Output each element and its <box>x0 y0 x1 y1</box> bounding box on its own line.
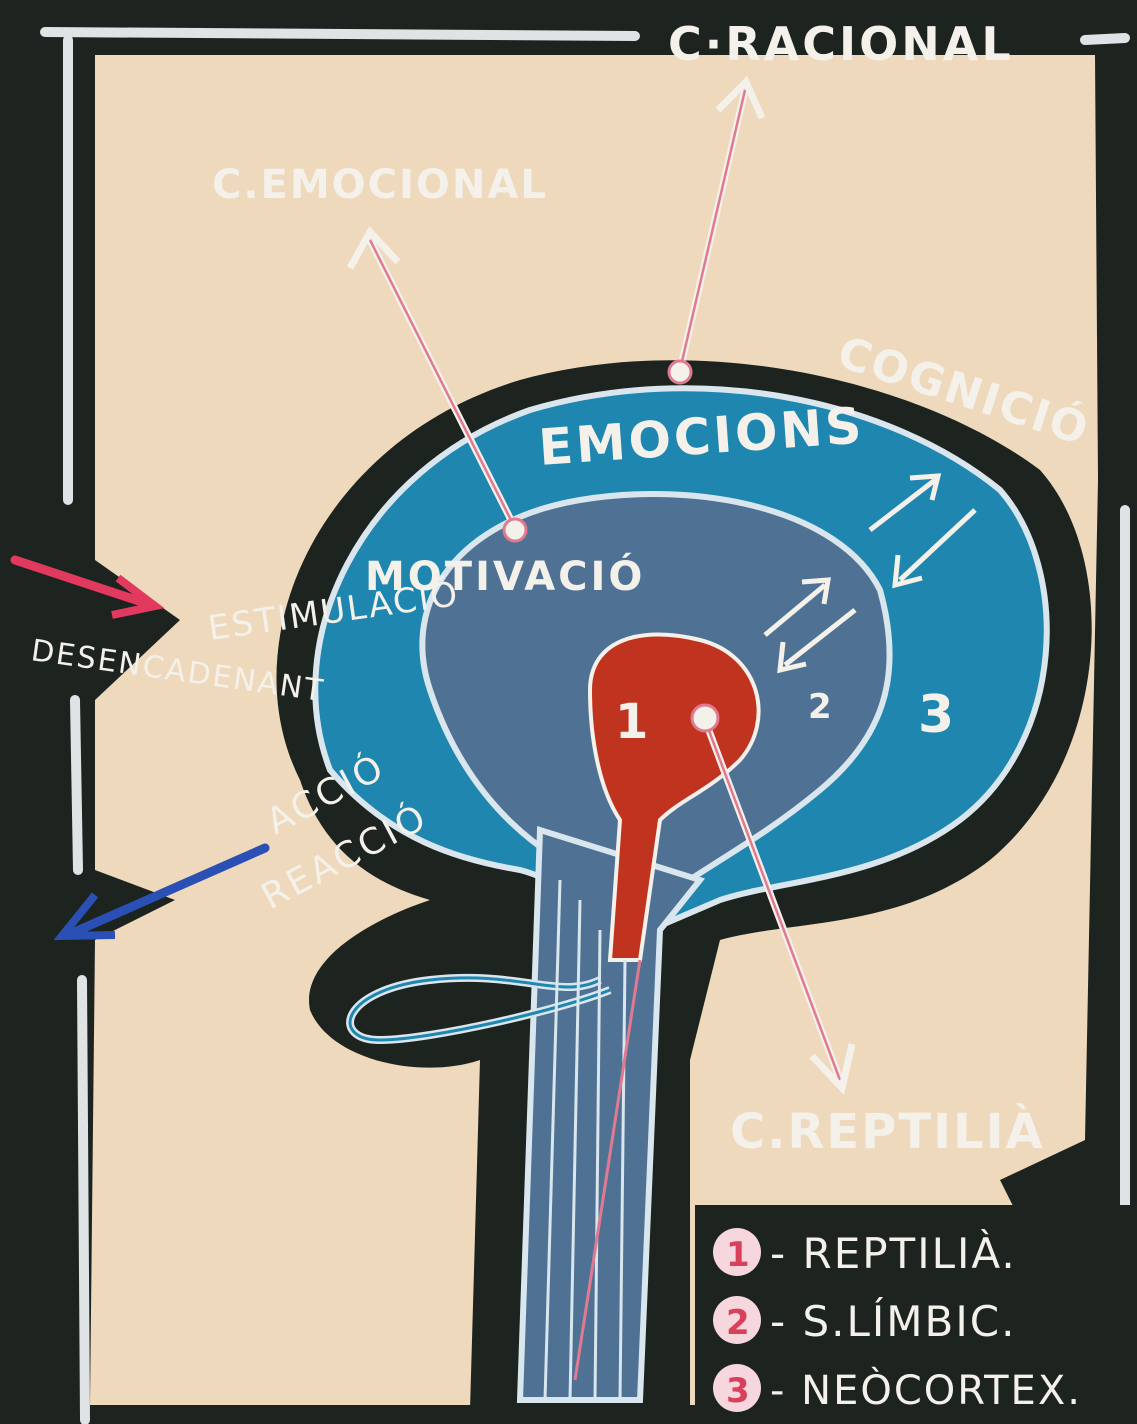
legend-number-1: 1 <box>726 1235 750 1275</box>
label-c-reptilia: C.REPTILIÀ <box>730 1103 1045 1160</box>
node-emocional <box>504 519 526 541</box>
node-racional <box>669 361 691 383</box>
legend-text-3: - NEÒCORTEX. <box>770 1366 1082 1414</box>
legend-number-3: 3 <box>726 1371 750 1411</box>
legend-text-1: - REPTILIÀ. <box>770 1228 1017 1278</box>
layer-number-3: 3 <box>918 685 954 745</box>
label-c-racional: C·RACIONAL <box>668 17 1014 71</box>
layer-number-2: 2 <box>808 687 832 727</box>
layer-number-1: 1 <box>615 694 648 750</box>
node-reptilia <box>692 705 718 731</box>
legend-number-2: 2 <box>726 1303 750 1343</box>
legend-text-2: - S.LÍMBIC. <box>770 1296 1016 1346</box>
label-c-emocional: C.EMOCIONAL <box>212 162 548 208</box>
